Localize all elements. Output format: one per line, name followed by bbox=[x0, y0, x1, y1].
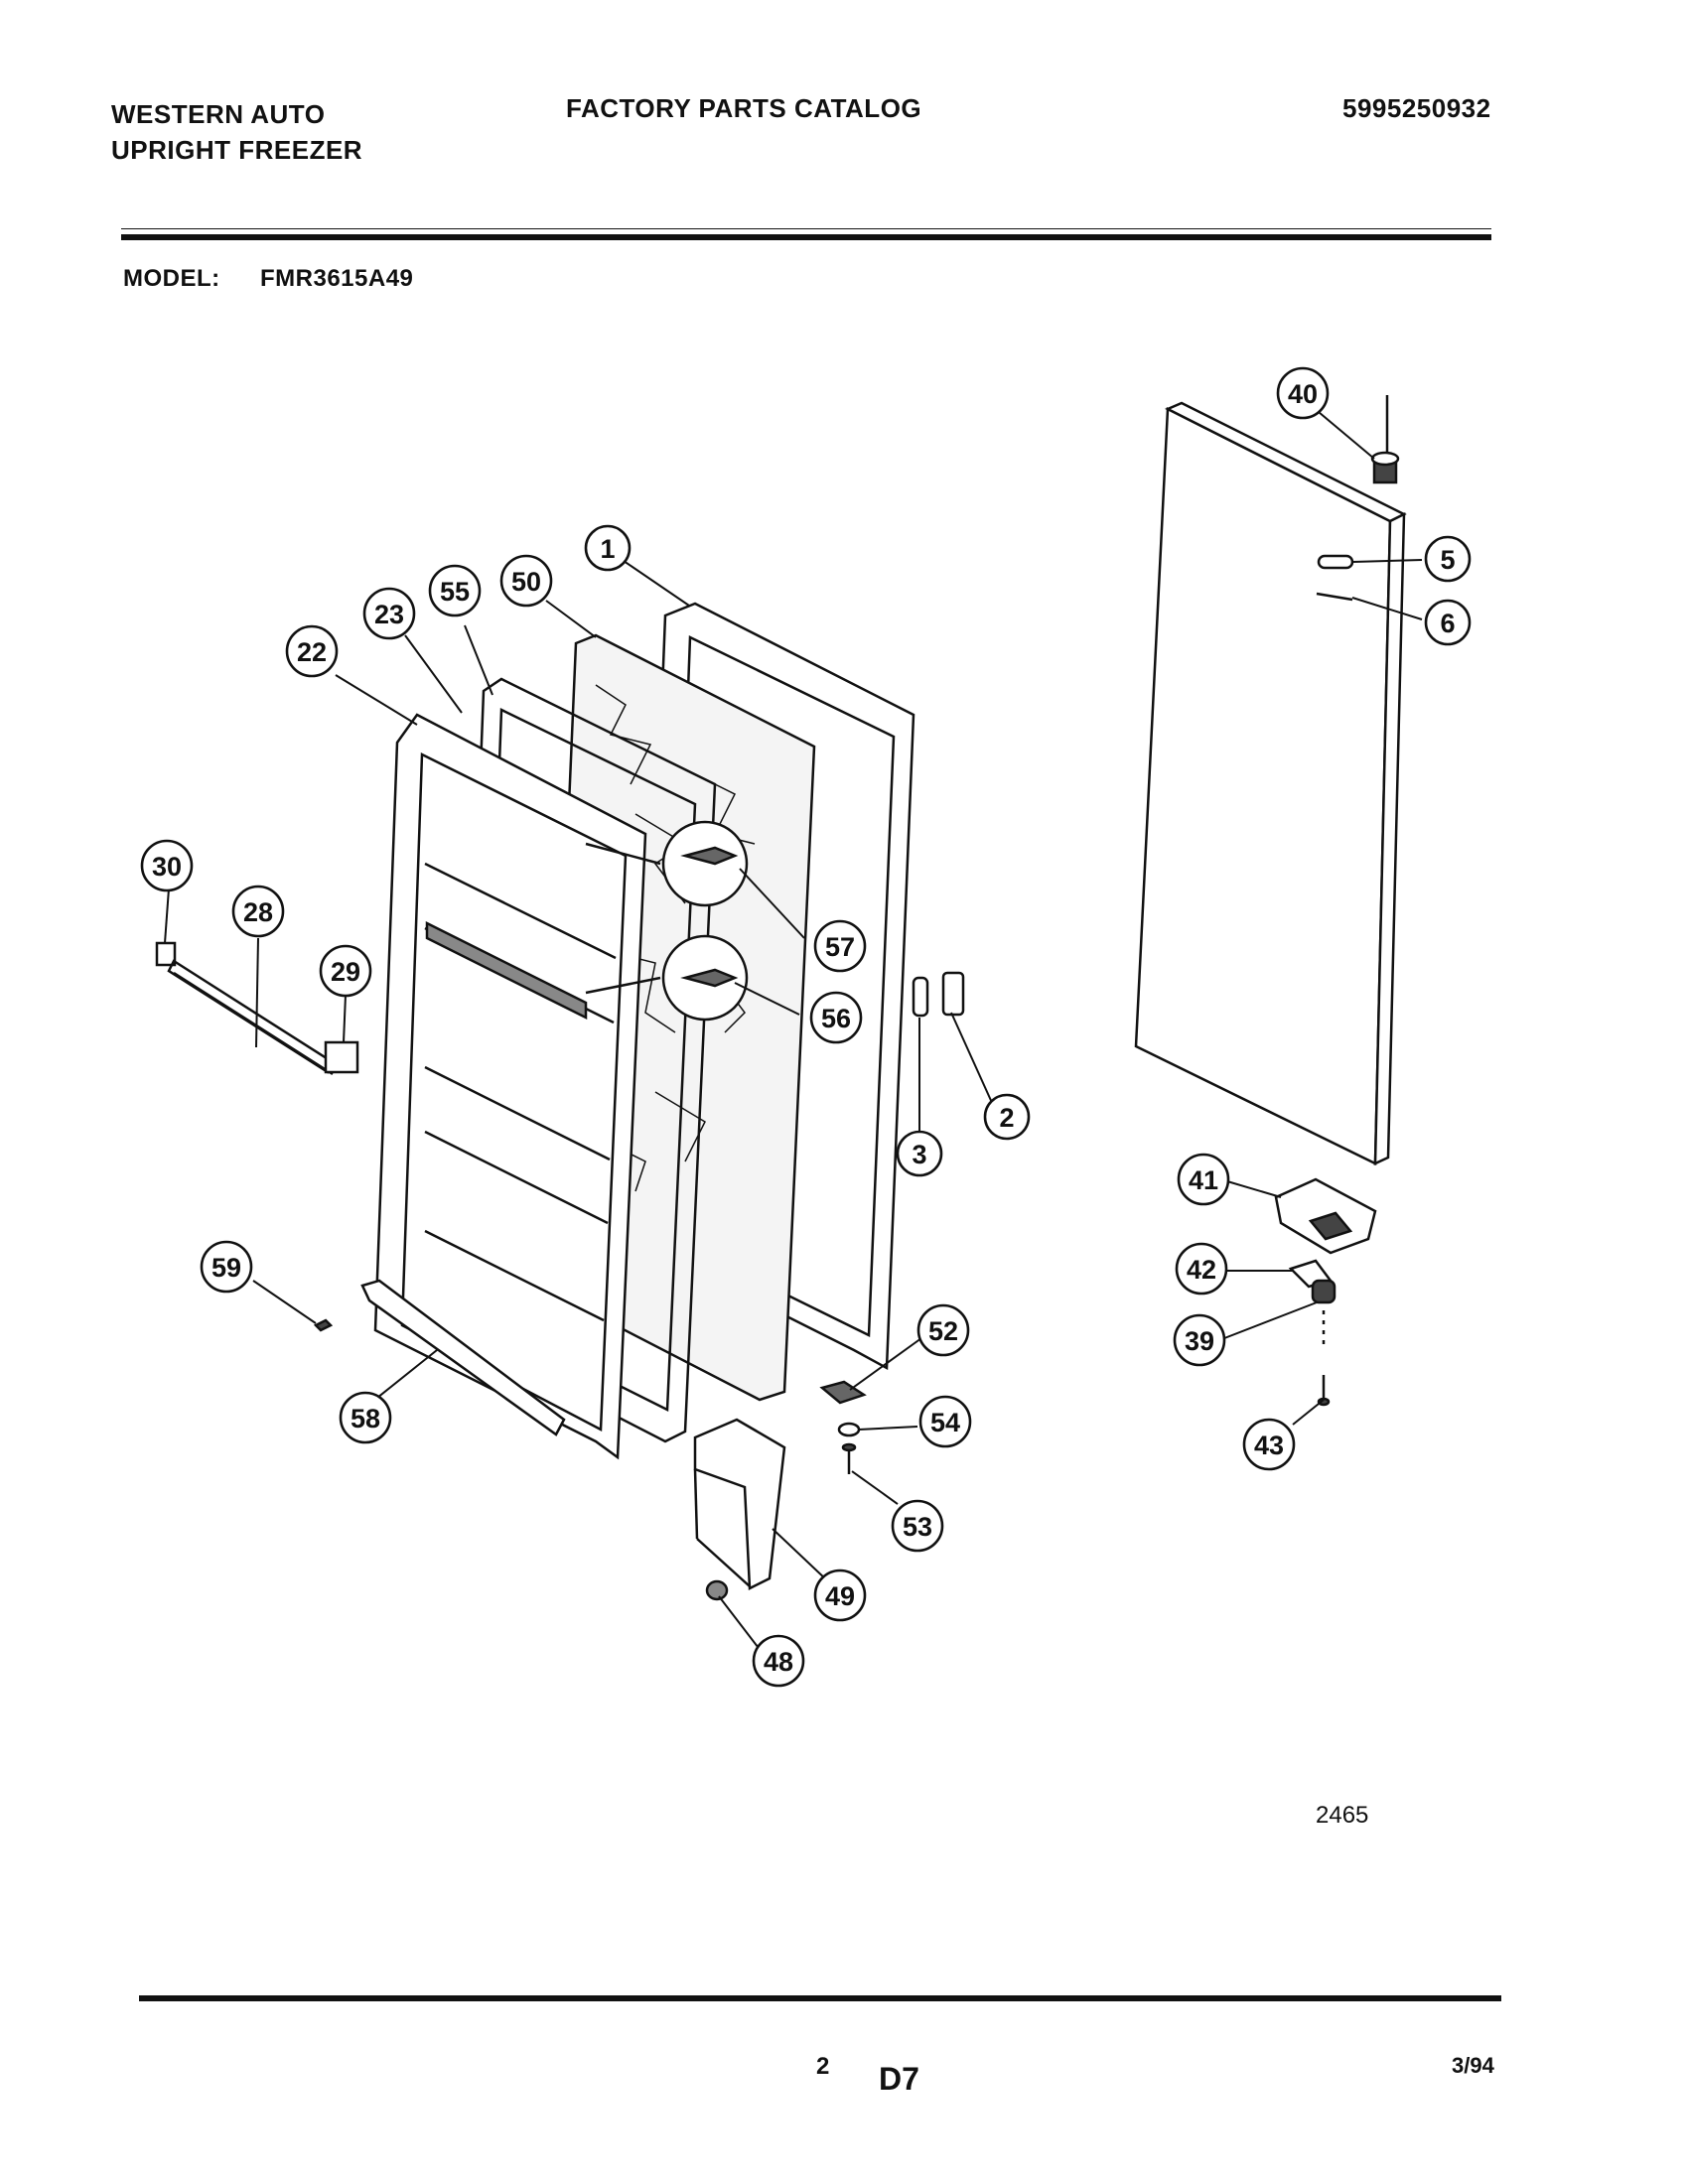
header-rule bbox=[121, 234, 1491, 240]
model-label: MODEL: bbox=[123, 265, 220, 292]
inner-door-liner bbox=[373, 713, 647, 1460]
brand-line-2: UPRIGHT FREEZER bbox=[111, 135, 363, 165]
svg-text:3: 3 bbox=[912, 1140, 926, 1169]
svg-text:1: 1 bbox=[600, 534, 615, 564]
svg-text:53: 53 bbox=[903, 1512, 932, 1542]
model-value: FMR3615A49 bbox=[260, 265, 414, 292]
header-rule-thin bbox=[121, 228, 1491, 229]
callout-40: 40 bbox=[1276, 366, 1330, 420]
bottom-hinge-assembly bbox=[1274, 1177, 1377, 1407]
callout-48: 48 bbox=[752, 1634, 805, 1688]
svg-text:2: 2 bbox=[999, 1103, 1014, 1133]
handle-cover bbox=[693, 1418, 786, 1601]
svg-text:29: 29 bbox=[331, 957, 360, 987]
callout-59: 59 bbox=[200, 1240, 253, 1294]
callout-41: 41 bbox=[1177, 1153, 1230, 1206]
svg-text:52: 52 bbox=[928, 1316, 958, 1346]
svg-text:22: 22 bbox=[297, 637, 327, 667]
svg-text:48: 48 bbox=[764, 1647, 793, 1677]
svg-text:59: 59 bbox=[211, 1253, 241, 1283]
svg-text:57: 57 bbox=[825, 932, 855, 962]
callout-50: 50 bbox=[499, 554, 553, 608]
callout-39: 39 bbox=[1173, 1313, 1226, 1367]
callout-54: 54 bbox=[918, 1395, 972, 1448]
callout-57: 57 bbox=[813, 919, 867, 973]
svg-text:58: 58 bbox=[351, 1404, 380, 1433]
hinge-block-2 bbox=[941, 971, 965, 1017]
revision-date: 3/94 bbox=[1452, 2053, 1494, 2078]
screw-detail-upper bbox=[661, 820, 749, 907]
callout-55: 55 bbox=[428, 564, 482, 617]
svg-text:28: 28 bbox=[243, 897, 273, 927]
leader-lines bbox=[164, 406, 1423, 1657]
callout-56: 56 bbox=[809, 991, 863, 1044]
callout-30: 30 bbox=[140, 839, 194, 892]
svg-text:6: 6 bbox=[1440, 609, 1455, 638]
svg-text:56: 56 bbox=[821, 1004, 851, 1033]
callout-22: 22 bbox=[285, 624, 339, 678]
svg-text:42: 42 bbox=[1187, 1255, 1216, 1285]
brand-line-1: WESTERN AUTO bbox=[111, 99, 326, 129]
callout-43: 43 bbox=[1242, 1418, 1296, 1471]
svg-text:30: 30 bbox=[152, 852, 182, 882]
hinge-block-3 bbox=[912, 976, 929, 1018]
outer-door-panel bbox=[1134, 401, 1407, 1165]
callout-52: 52 bbox=[916, 1303, 970, 1357]
door-assembly-drawing bbox=[155, 395, 1407, 1601]
svg-text:55: 55 bbox=[440, 577, 470, 607]
catalog-title: FACTORY PARTS CATALOG bbox=[566, 93, 922, 123]
svg-text:49: 49 bbox=[825, 1581, 855, 1611]
callout-53: 53 bbox=[891, 1499, 944, 1553]
callout-2: 2 bbox=[983, 1093, 1031, 1141]
svg-text:50: 50 bbox=[511, 567, 541, 597]
svg-text:23: 23 bbox=[374, 600, 404, 629]
svg-text:43: 43 bbox=[1254, 1431, 1284, 1460]
callout-3: 3 bbox=[896, 1130, 943, 1177]
section-code: D7 bbox=[879, 2061, 919, 2097]
svg-text:40: 40 bbox=[1288, 379, 1318, 409]
page-number: 2 bbox=[816, 2053, 830, 2080]
shelf-bar bbox=[155, 941, 359, 1076]
callout-5: 5 bbox=[1424, 535, 1472, 583]
exploded-parts-diagram: 1 2 3 5 6 22 23 28 29 30 39 40 41 42 43 … bbox=[140, 366, 1472, 1688]
svg-text:54: 54 bbox=[930, 1408, 960, 1437]
svg-text:41: 41 bbox=[1189, 1165, 1218, 1195]
catalog-number: 5995250932 bbox=[1342, 93, 1491, 123]
callout-42: 42 bbox=[1175, 1242, 1228, 1296]
hinge-pin bbox=[1370, 395, 1400, 484]
callout-29: 29 bbox=[319, 944, 372, 998]
drawing-number: 2465 bbox=[1316, 1802, 1369, 1829]
bottom-trim bbox=[360, 1279, 566, 1436]
callout-28: 28 bbox=[231, 885, 285, 938]
screw-59 bbox=[313, 1318, 334, 1332]
callout-6: 6 bbox=[1424, 599, 1472, 646]
callout-1: 1 bbox=[584, 524, 632, 572]
svg-text:39: 39 bbox=[1185, 1326, 1214, 1356]
lower-hinge-hardware bbox=[819, 1380, 867, 1474]
svg-text:5: 5 bbox=[1440, 545, 1455, 575]
callout-49: 49 bbox=[813, 1569, 867, 1622]
footer-rule bbox=[139, 1995, 1501, 2001]
callout-23: 23 bbox=[362, 587, 416, 640]
callout-58: 58 bbox=[339, 1391, 392, 1444]
